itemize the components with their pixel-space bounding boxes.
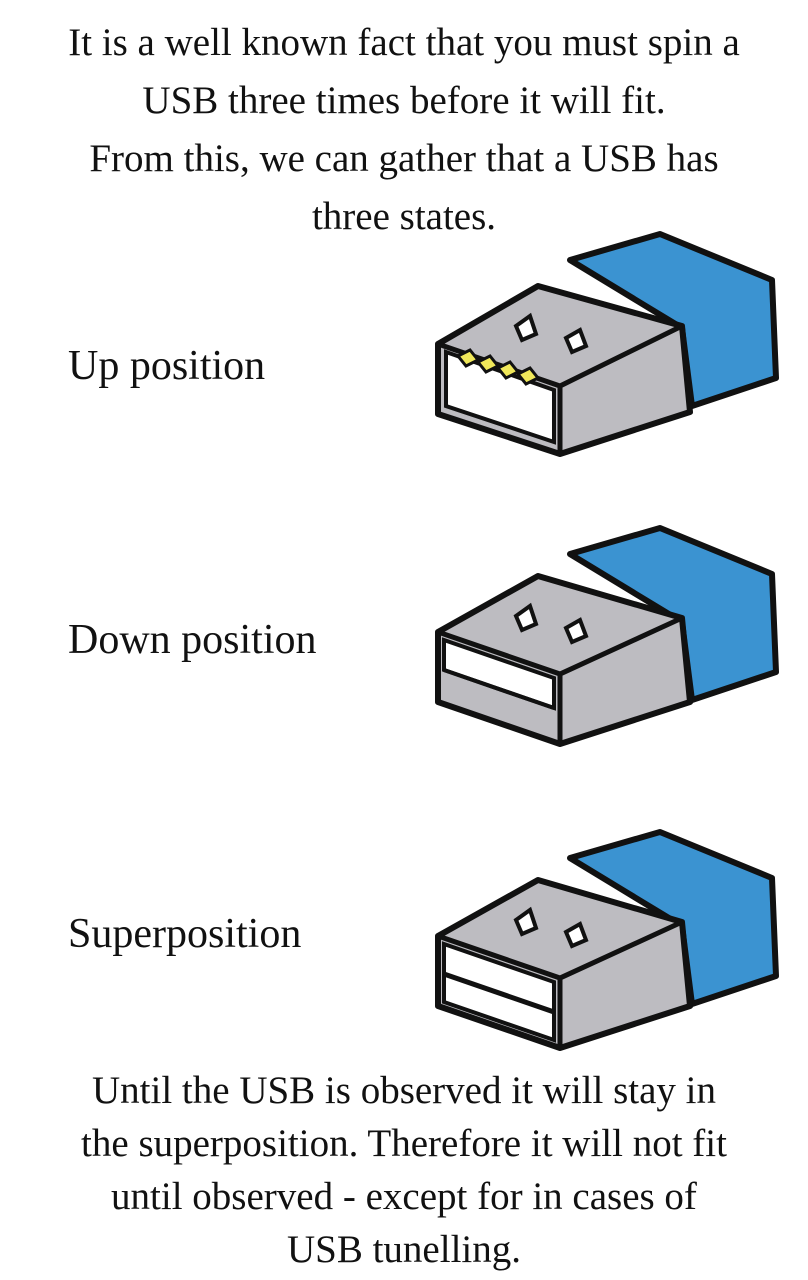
usb-superposition-icon xyxy=(435,829,779,1051)
usb-down-icon xyxy=(435,525,779,747)
up-position-label: Up position xyxy=(68,343,266,389)
down-position-label: Down position xyxy=(68,617,317,663)
usb-up-icon xyxy=(435,231,779,457)
intro-line: From this, we can gather that a USB has xyxy=(89,137,719,180)
intro-line: USB three times before it will fit. xyxy=(142,79,666,122)
outro-line: the superposition. Therefore it will not… xyxy=(81,1122,727,1165)
superposition-label: Superposition xyxy=(68,911,302,957)
outro-text: Until the USB is observed it will stay i… xyxy=(0,1064,808,1276)
intro-line: It is a well known fact that you must sp… xyxy=(68,21,740,64)
outro-line: USB tunelling. xyxy=(286,1228,522,1271)
intro-line: three states. xyxy=(311,195,497,238)
outro-line: Until the USB is observed it will stay i… xyxy=(92,1069,716,1112)
outro-line: until observed - except for in cases of xyxy=(111,1175,697,1218)
intro-text: It is a well known fact that you must sp… xyxy=(0,14,808,246)
